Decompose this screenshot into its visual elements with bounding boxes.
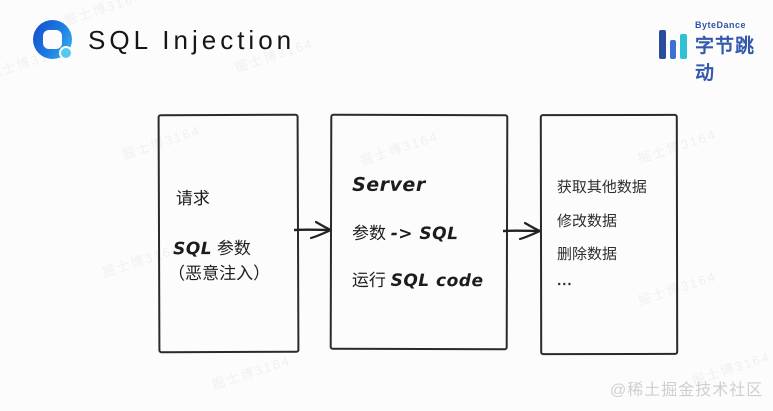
app-logo-hole [43, 30, 62, 49]
request-line-3: （恶意注入） [168, 263, 271, 284]
community-credit: @稀土掘金技术社区 [610, 382, 764, 399]
request-line-1: 请求 [175, 189, 210, 209]
arrow-server-to-result [503, 221, 542, 241]
result-box: 获取其他数据 修改数据 删除数据 ... [539, 113, 679, 356]
server-line-3-sqlcode: SQL code [390, 270, 484, 292]
brand-name-en: ByteDance [695, 20, 747, 30]
server-line-1: Server [352, 173, 426, 197]
bytedance-bars-icon [659, 29, 687, 59]
app-logo-dot [61, 48, 71, 58]
bytedance-brand: ByteDance 字节跳动 [658, 20, 770, 84]
bar-teal [680, 34, 687, 59]
bar-blue [670, 40, 676, 59]
request-box: 请求 SQL 参数 （恶意注入） [157, 113, 300, 354]
server-line-2: 参数 -> SQL [352, 219, 459, 244]
brand-text: ByteDance 字节跳动 [695, 20, 770, 85]
server-box: Server 参数 -> SQL 运行 SQL code [329, 113, 509, 351]
page-title: SQL Injection [88, 25, 296, 55]
server-line-3: 运行 SQL code [352, 266, 484, 291]
brand-name-cn: 字节跳动 [695, 36, 756, 84]
request-line-2-param: 参数 [216, 238, 251, 259]
result-line-2: 修改数据 [556, 212, 618, 231]
server-line-2-param: 参数 [351, 223, 387, 243]
request-line-2-sql: SQL [173, 239, 213, 260]
result-line-1: 获取其他数据 [556, 178, 647, 197]
app-logo-icon [33, 20, 72, 59]
server-line-3-run: 运行 [351, 270, 386, 290]
result-line-4: ... [557, 272, 573, 290]
result-line-3: 删除数据 [557, 245, 618, 264]
arrow-request-to-server [294, 220, 333, 240]
bar-navy [659, 30, 666, 59]
request-line-2: SQL 参数 [173, 234, 251, 259]
server-line-2-to-sql: -> SQL [390, 223, 459, 245]
watermark-tile: 掘士博3164 [209, 352, 293, 393]
